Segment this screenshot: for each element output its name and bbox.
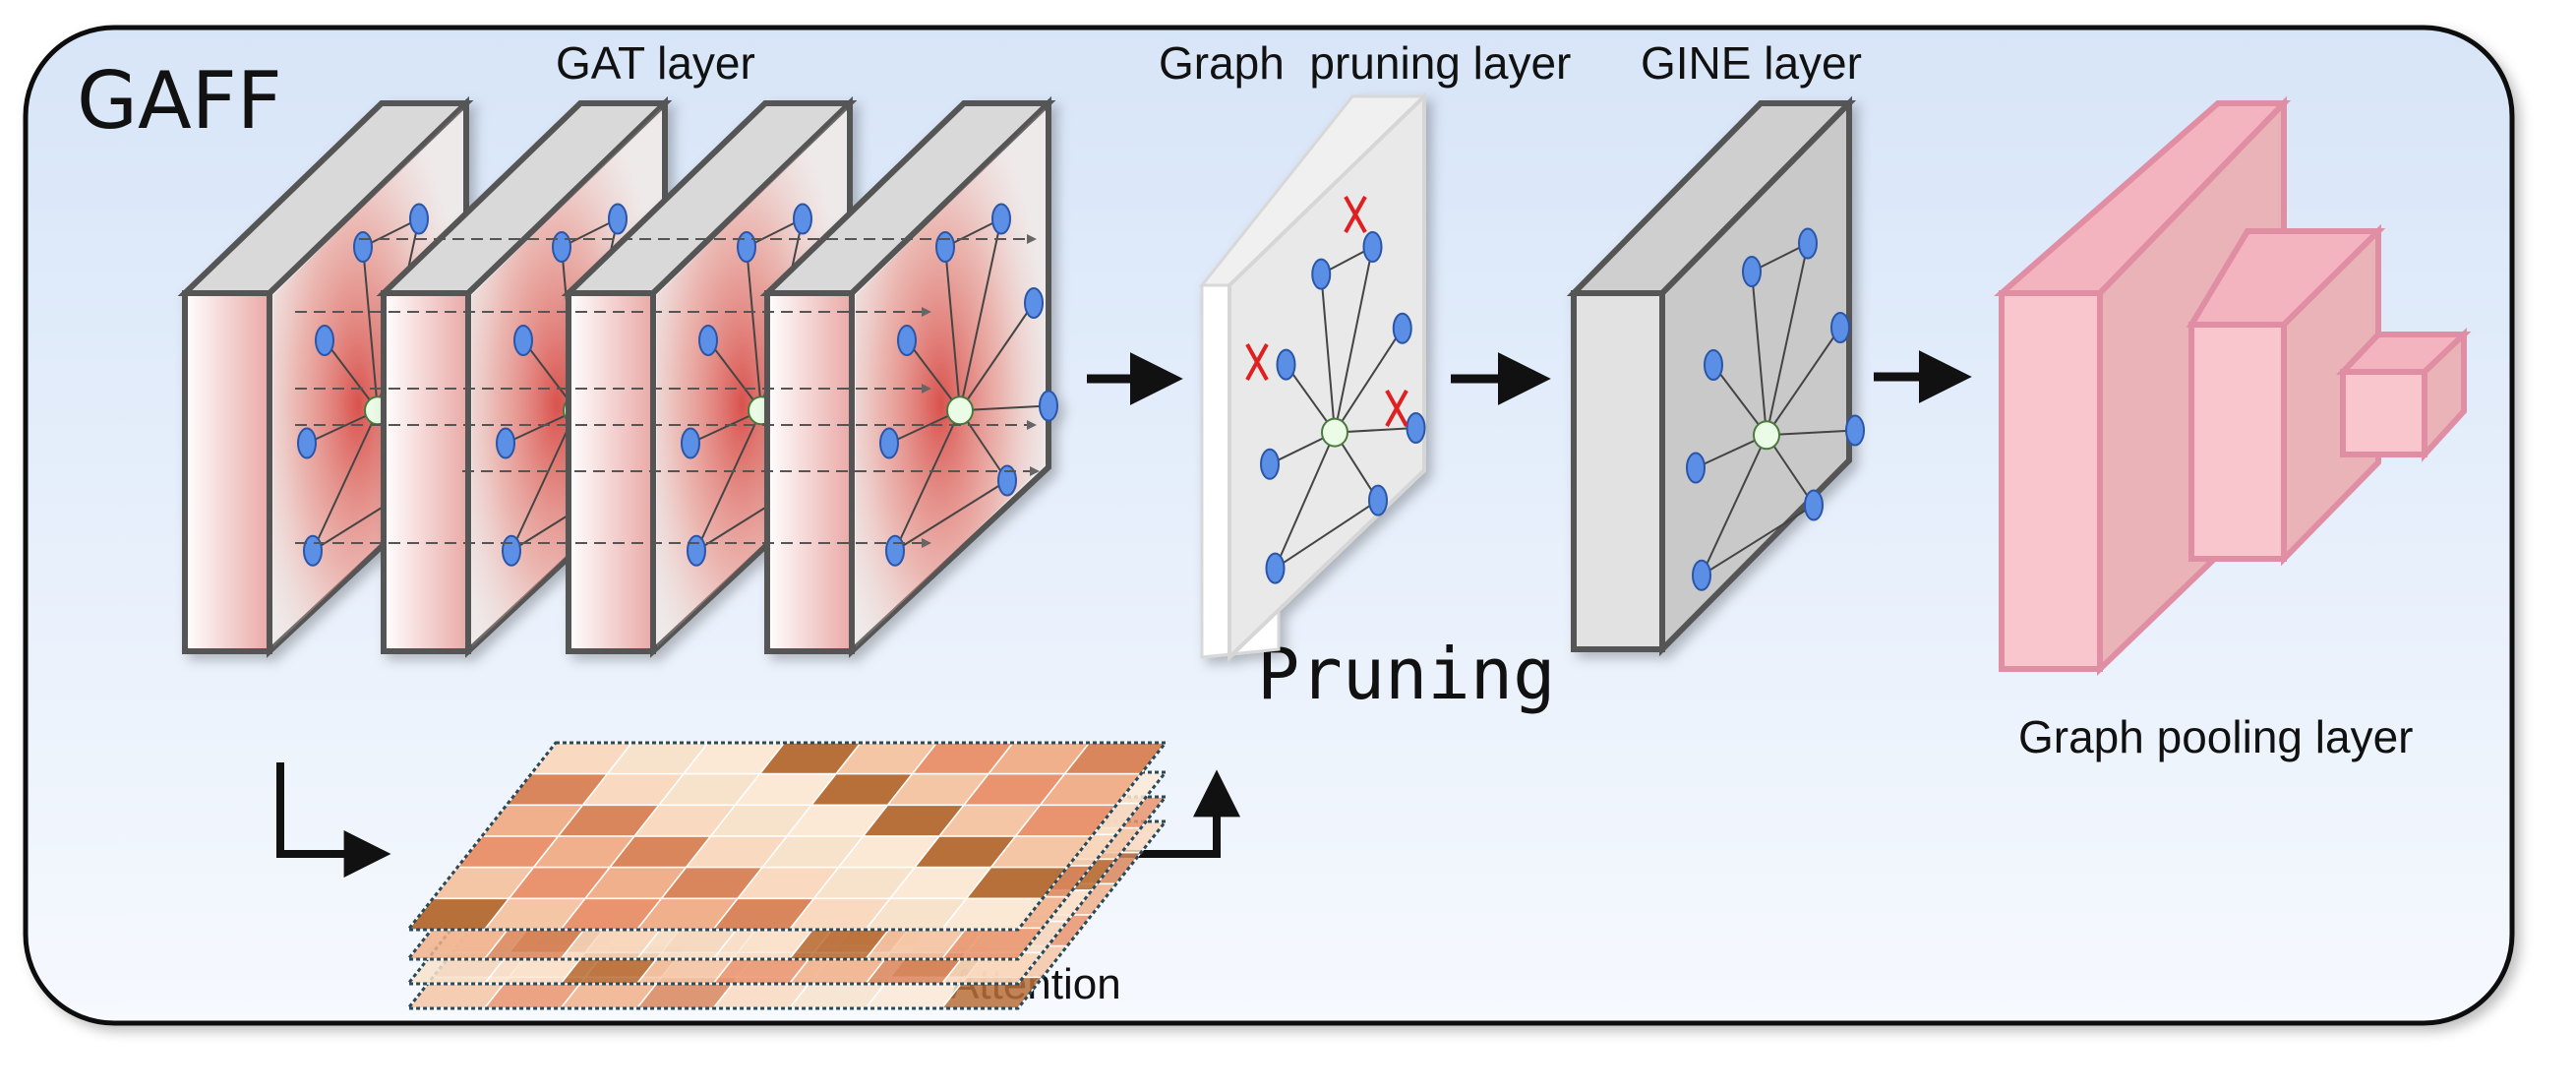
- gat-graph-edge: [906, 339, 961, 411]
- gine-graph-edge: [1766, 327, 1841, 436]
- prune-x-icon: [1344, 196, 1367, 233]
- gat-graph-center-node: [946, 395, 974, 426]
- pruned-graph-node: [1392, 312, 1412, 344]
- gat-graph-node: [997, 464, 1017, 497]
- pruned-graph-edge: [1334, 328, 1404, 434]
- pruned-graph-edge: [1274, 432, 1336, 570]
- pruning-label: Pruning: [1257, 633, 1555, 715]
- prune-x-icon: [1245, 343, 1269, 381]
- gat-graph-edge: [695, 409, 762, 552]
- gat-graph-node: [698, 325, 718, 356]
- gat-layer-slab: [759, 95, 1058, 658]
- pruned-graph-node: [1276, 348, 1296, 381]
- pruned-graph-edge: [1320, 273, 1336, 433]
- gat-graph-node: [1024, 287, 1044, 319]
- gine-graph-node: [1830, 312, 1850, 343]
- gine-graph-edge: [1712, 364, 1767, 436]
- gine-graph-node: [1692, 559, 1711, 591]
- gat-graph-node: [687, 534, 706, 567]
- graph-pruning-layer-label: Graph pruning layer: [1159, 37, 1571, 89]
- pruned-graph-node: [1260, 448, 1280, 480]
- gat-graph-edge: [959, 404, 1049, 412]
- gine-graph-node: [1845, 414, 1865, 447]
- gat-graph-node: [1039, 390, 1058, 422]
- gat-graph-edge: [324, 339, 379, 411]
- attention-matrix-stack: [404, 741, 1169, 1010]
- gat-graph-node: [297, 427, 317, 459]
- gat-graph-edge: [894, 409, 961, 552]
- gine-graph-node: [1742, 256, 1762, 287]
- gat-graph-edge: [707, 339, 762, 411]
- pool-block-medium: [2186, 223, 2386, 567]
- gine-layer-label: GINE layer: [1641, 37, 1862, 89]
- gat-propagation-lines: [295, 234, 1040, 548]
- gat-graph-node: [879, 427, 899, 459]
- pruned-graph-node: [1368, 484, 1388, 516]
- gine-graph: [1686, 227, 1865, 591]
- gat-graph-node: [737, 231, 756, 263]
- gat-graph-edge: [312, 409, 379, 552]
- diagram-title: GAFF: [77, 55, 282, 147]
- gat-graph-node: [496, 427, 515, 459]
- graph-pooling-blocks: [1994, 95, 2472, 677]
- gat-graph-edge: [959, 302, 1035, 411]
- gat-graph-edge: [746, 246, 762, 411]
- gat-graph-node: [935, 231, 955, 263]
- gat-slab-side: [182, 290, 272, 654]
- gine-graph-edge: [1766, 243, 1809, 436]
- gat-graph-edge: [362, 246, 379, 411]
- attention-matrix-border: [404, 741, 1169, 932]
- pruned-graph-node: [1362, 231, 1383, 263]
- gine-graph-node: [1686, 452, 1706, 484]
- graph-pruning-panel: [1198, 91, 1428, 662]
- gat-graph-node: [897, 325, 917, 356]
- pruned-graph-edge: [1334, 246, 1374, 433]
- pruned-graph-node: [1406, 412, 1426, 444]
- gat-graph-node: [608, 203, 628, 235]
- gine-graph-edge: [1701, 434, 1767, 576]
- prune-x-icon: [1385, 390, 1408, 427]
- gat-attention-heat: [657, 108, 846, 647]
- gat-graph-node: [793, 203, 812, 235]
- gat-graph-node: [303, 534, 323, 567]
- pruned-graph-node: [1311, 258, 1332, 290]
- gat-graph-node: [885, 534, 905, 567]
- gat-graph-edge: [959, 218, 1002, 411]
- gat-slab-side: [381, 290, 471, 654]
- gat-graph-edge: [944, 246, 961, 411]
- graph-pooling-layer-label: Graph pooling layer: [2018, 711, 2413, 762]
- pruned-graph-edge: [1274, 499, 1379, 570]
- gine-graph-edge: [1701, 504, 1815, 576]
- gine-graph-edge: [1751, 271, 1767, 436]
- attention-matrix: [404, 741, 1169, 932]
- gat-layer-stack: [177, 95, 1058, 658]
- gat-graph-edge: [894, 479, 1008, 552]
- gat-layer-slab: [177, 95, 476, 658]
- pruned-graph-center-node: [1321, 417, 1348, 448]
- pool-block-small: [2336, 328, 2472, 462]
- pruned-graph-node: [1265, 552, 1286, 584]
- gat-graph-node: [513, 325, 533, 356]
- gine-graph-node: [1798, 227, 1818, 260]
- gine-graph-node: [1704, 349, 1723, 381]
- gat-graph-node: [502, 534, 521, 567]
- gat-graph-node: [409, 203, 429, 235]
- gat-graph-node: [315, 325, 334, 356]
- gine-graph-node: [1804, 489, 1824, 521]
- gat-attention-heat: [856, 108, 1045, 647]
- gat-graph-node: [552, 231, 571, 263]
- gat-layer-label: GAT layer: [556, 37, 755, 89]
- gat-graph-node: [353, 231, 373, 263]
- gine-graph-center-node: [1753, 420, 1780, 451]
- elbow-arrow-icon: [276, 762, 391, 878]
- pruned-graph: [1245, 196, 1426, 584]
- gine-graph-edge: [1766, 429, 1856, 437]
- gat-attention-heat: [273, 108, 462, 647]
- gat-graph-node: [991, 203, 1011, 235]
- gat-graph-node: [681, 427, 700, 459]
